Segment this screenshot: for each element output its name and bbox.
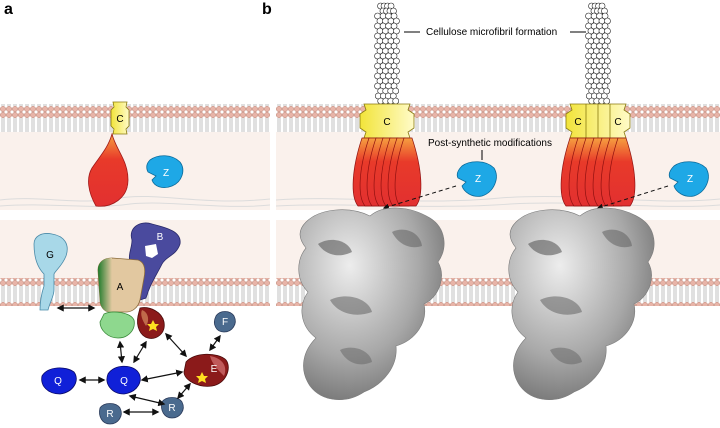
protein-c-b-left-label: C [383,117,390,128]
protein-a: A [97,257,146,313]
protein-g: G [33,233,68,311]
red-subunit-with-star [137,307,165,339]
modifications-label: Post-synthetic modifications [428,138,552,149]
panel-b-upper-membrane [275,104,720,210]
catalytic-petal [394,137,422,207]
protein-q-left: Q [41,367,77,395]
protein-c-b-right-2-label: C [614,117,621,128]
protein-c-b-right-1-label: C [574,117,581,128]
protein-z-a-label: Z [163,168,169,179]
protein-z-b-left-label: Z [475,174,481,185]
catalytic-domain-a [88,132,129,207]
protein-z-a: Z [146,155,184,188]
protein-g-label: G [46,250,54,261]
protein-z-b-right-label: Z [687,174,693,185]
cellulose-microfibril-right [585,2,611,105]
protein-r-left-label: R [106,409,113,420]
protein-r-right-label: R [168,403,175,414]
catalytic-petal [608,137,636,207]
protein-e-label: E [211,364,218,375]
star-icon [147,320,159,331]
modification-arrow-right [596,185,669,210]
star-icon [196,372,208,383]
protein-q-center: Q [106,365,141,395]
protein-c-a-label: C [116,114,123,125]
protein-b-label: B [157,232,164,243]
modification-arrow-left [382,185,457,210]
synthase-complex-left: C [352,103,422,207]
interaction-arrows [56,304,221,416]
protein-z-b-left: Z [456,161,497,197]
protein-c-a: C [110,101,130,135]
em-density-left [298,207,445,401]
synthase-complex-right: C C [560,103,636,207]
panel-a-letter: a [4,1,13,18]
protein-z-b-right: Z [668,161,709,197]
protein-r-left: R [99,403,122,425]
protein-f-label: F [222,317,228,328]
protein-a-label: A [117,282,124,293]
protein-f: F [214,311,236,333]
protein-q-center-label: Q [120,376,128,387]
cellulose-microfibril-left [374,2,400,105]
protein-q-left-label: Q [54,376,62,387]
panel-b-letter: b [262,1,272,18]
em-density-right [508,207,655,401]
protein-e: E [183,353,229,387]
microfibril-label: Cellulose microfibril formation [426,27,557,38]
protein-r-right: R [161,397,184,419]
panel-a-upper-membrane [0,104,271,210]
light-green-subunit [99,311,135,339]
